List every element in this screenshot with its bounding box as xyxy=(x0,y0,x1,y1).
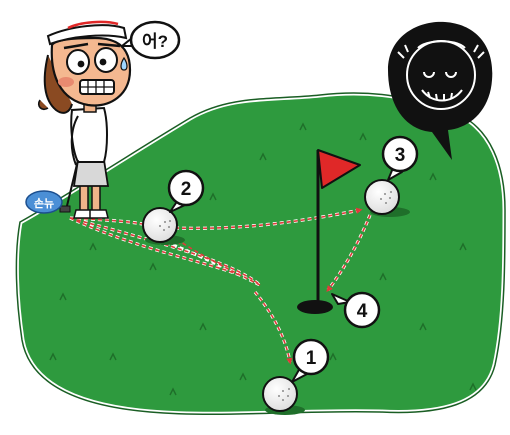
label-4-text: 4 xyxy=(357,301,368,322)
label-1: 1 xyxy=(291,338,330,383)
label-4: 4 xyxy=(331,291,381,329)
golf-ball-3 xyxy=(364,179,410,217)
golf-ball-1 xyxy=(262,376,305,415)
signature-text: 손뉴 xyxy=(34,197,54,210)
path-back-to-2 xyxy=(175,238,261,286)
flag-icon xyxy=(317,149,361,189)
path-tee-loop xyxy=(69,217,241,276)
signature-badge: 손뉴 xyxy=(25,190,63,214)
label-3-text: 3 xyxy=(395,145,406,166)
label-3: 3 xyxy=(381,135,419,181)
label-2: 2 xyxy=(167,169,205,213)
golf-hole xyxy=(297,300,333,314)
path-3-to-4 xyxy=(326,214,371,293)
thought-bubble xyxy=(388,21,493,161)
right-eye-icon xyxy=(94,47,118,73)
golf-ball-2 xyxy=(142,207,185,245)
grinning-face-icon xyxy=(397,40,485,110)
speech-text: 어? xyxy=(142,32,168,51)
label-2-text: 2 xyxy=(181,179,192,200)
grass-texture xyxy=(49,122,477,396)
label-1-text: 1 xyxy=(306,348,317,369)
golf-club-icon xyxy=(65,159,79,211)
path-2-to-3 xyxy=(174,207,363,230)
path-to-1 xyxy=(254,291,293,365)
left-eye-icon xyxy=(66,49,90,75)
speech-bubble: 어? xyxy=(121,20,181,60)
path-tee-out xyxy=(69,217,261,286)
golfer-character xyxy=(37,20,132,219)
